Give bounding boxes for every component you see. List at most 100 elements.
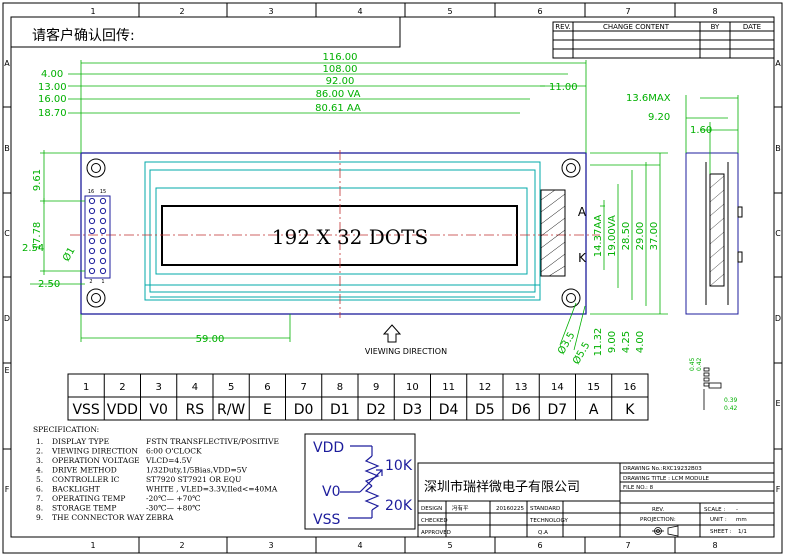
pin-number-4: 4: [192, 382, 198, 393]
grid-col-7-bottom: 7: [625, 541, 630, 550]
dim-16: 16.00: [38, 94, 67, 105]
dim-108: 108.00: [323, 64, 358, 75]
pin-label-2: 2: [89, 279, 92, 285]
circuit-vdd-label: VDD: [313, 440, 344, 456]
spec-row-7-k: OPERATING TEMP: [52, 494, 125, 503]
dim-phi35: Ø3.5: [555, 330, 577, 357]
dim-1778: 17.78: [32, 222, 43, 251]
spec-row-3-k: OPERATION VOLTAGE: [52, 456, 140, 465]
grid-col-6-bottom: 6: [537, 541, 542, 550]
rev-header: REV.: [555, 23, 570, 31]
dim-11: 11.00: [549, 82, 578, 93]
spec-row-4-n: 4.: [36, 466, 43, 475]
spec-row-1-v: FSTN TRANSFLECTIVE/POSITIVE: [146, 437, 279, 446]
grid-col-3-bottom: 3: [268, 541, 273, 550]
tb-unit-value: mm: [736, 517, 747, 523]
dim-116: 116.00: [323, 52, 358, 63]
tb-sheet-value: 1/1: [738, 529, 747, 535]
pin-name-12: D5: [475, 402, 495, 418]
dim-59: 59.00: [196, 334, 225, 345]
dim-9: 9.00: [607, 331, 618, 353]
centerlines: [70, 150, 600, 318]
tb-file-no: FILE NO.: 8: [623, 485, 654, 491]
tb-checked-label: CHECKED: [421, 518, 448, 524]
grid-col-4: 4: [357, 7, 362, 16]
grid-row-c: C: [4, 229, 10, 238]
grid-row-e-right: E: [775, 399, 780, 408]
pin-number-7: 7: [300, 382, 306, 393]
tb-drawing-title: DRAWING TITLE : LCM MODULE: [623, 476, 710, 482]
tb-technology-label: TECHNOLOGY: [529, 518, 568, 524]
dim-039: 0.39: [724, 397, 738, 404]
grid-row-c-right: C: [775, 229, 781, 238]
projection-symbol-icon: [652, 525, 679, 537]
dim-37: 37.00: [649, 222, 660, 251]
grid-col-labels-top: 1 2 3 4 5 6 7 8: [90, 7, 717, 16]
pcb-outline: [80, 152, 587, 315]
grid-row-e: E: [4, 366, 9, 375]
spec-row-6-k: BACKLIGHT: [52, 485, 100, 494]
spec-row-2-n: 2.: [36, 447, 43, 456]
pin-label-1: 1: [101, 279, 104, 285]
pin-name-13: D6: [511, 402, 531, 418]
dim-961: 9.61: [32, 169, 43, 191]
pin-name-11: D4: [439, 402, 459, 418]
pin-label-15: 15: [100, 189, 106, 195]
spec-row-2-k: VIEWING DIRECTION: [51, 447, 138, 456]
tb-scale-label: SCALE :: [704, 507, 725, 513]
dim-1437-aa: 14.37AA: [593, 215, 604, 258]
side-dimensions: [685, 95, 739, 174]
pin-name-2: VDD: [107, 402, 138, 418]
grid-row-b-right: B: [775, 144, 781, 153]
pin-name-14: D7: [548, 402, 568, 418]
dim-92: 92.00: [326, 76, 355, 87]
tb-scale-value: -: [736, 507, 738, 513]
circuit-frame: [304, 433, 416, 530]
spec-row-9-n: 9.: [36, 513, 43, 522]
backlight-hatch: [540, 189, 566, 277]
lcm-front-view: 192 X 32 DOTS 16 15 2 1: [70, 150, 600, 318]
tb-sheet-label: SHEET :: [710, 529, 732, 535]
dim-425: 4.25: [621, 331, 632, 353]
tb-design-label: DESIGN: [421, 506, 442, 512]
pin-name-1: VSS: [72, 402, 99, 418]
pin-name-10: D3: [403, 402, 423, 418]
grid-col-3: 3: [268, 7, 273, 16]
led-cathode-label: K: [578, 251, 587, 265]
date-header: DATE: [743, 23, 761, 31]
pin-number-15: 15: [587, 382, 600, 393]
tb-qa-label: Q.A: [538, 530, 548, 536]
title-block-grid: [417, 462, 775, 538]
pin-number-3: 3: [155, 382, 161, 393]
tb-approved-label: APPROVED: [421, 530, 451, 536]
dim-8061-aa: 80.61 AA: [315, 103, 361, 114]
grid-col-2: 2: [179, 7, 184, 16]
grid-col-2-bottom: 2: [179, 541, 184, 550]
pin-name-4: RS: [186, 402, 205, 418]
change-content-header: CHANGE CONTENT: [603, 23, 670, 31]
dim-86-va: 86.00 VA: [316, 89, 361, 100]
pin-number-13: 13: [515, 382, 528, 393]
spec-row-8-v: -30℃— +80℃: [146, 504, 201, 513]
grid-col-1: 1: [90, 7, 95, 16]
spec-row-5-k: CONTROLLER IC: [52, 475, 120, 484]
pin-number-6: 6: [264, 382, 270, 393]
spec-row-9-k: THE CONNECTOR WAY: [52, 513, 145, 522]
tb-drawing-no: DRAWING No.:RXC19232B03: [623, 466, 702, 472]
tb-rev-label: REV.: [652, 507, 664, 513]
spec-row-9-v: ZEBRA: [146, 513, 174, 522]
pin-numbers: 16 15 2 1: [88, 189, 106, 285]
spec-row-1-n: 1.: [36, 437, 43, 446]
dim-160: 1.60: [690, 125, 712, 136]
grid-row-b: B: [4, 144, 10, 153]
dim-phi55: Ø5.5: [570, 340, 592, 367]
pin-name-15: A: [589, 402, 599, 418]
active-area-outline: [161, 205, 518, 266]
spec-row-5-v: ST7920 ST7921 OR EQU: [146, 475, 241, 484]
dim-042-a: 0.42: [696, 357, 703, 371]
spec-row-5-n: 5.: [36, 475, 43, 484]
pin-number-11: 11: [442, 382, 455, 393]
dim-920: 9.20: [648, 112, 670, 123]
